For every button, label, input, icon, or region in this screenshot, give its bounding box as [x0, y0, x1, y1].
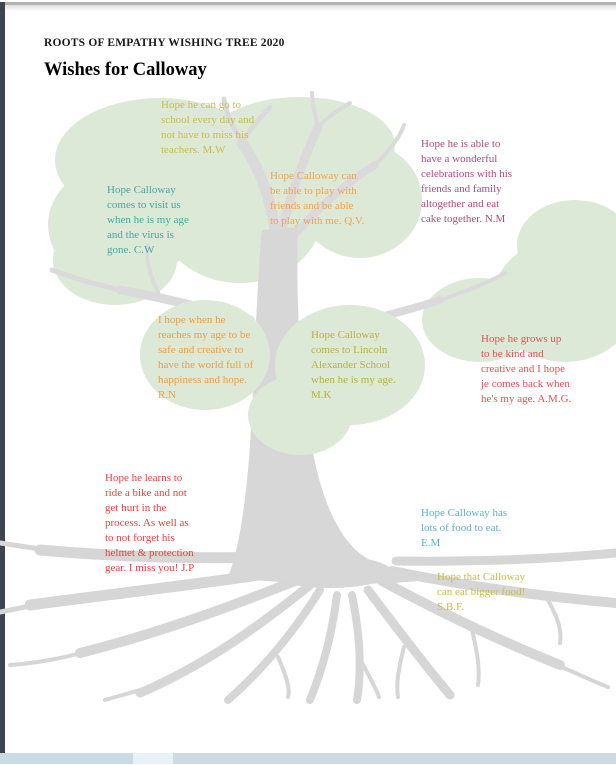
document-title: Wishes for Calloway	[44, 60, 207, 80]
wish-note-rn: I hope when he reaches my age to be safe…	[158, 314, 254, 401]
top-divider	[0, 2, 616, 5]
wishing-tree-graphic	[0, 91, 616, 704]
horizontal-scrollbar-thumb[interactable]	[133, 753, 173, 764]
tree-foliage-lower	[140, 300, 425, 455]
wish-note-em: Hope Calloway has lots of food to eat. E…	[421, 507, 508, 549]
wish-note-sbf: Hope that Calloway can eat bigger food! …	[437, 571, 526, 613]
window-left-edge	[0, 2, 5, 764]
tree-trunk	[228, 227, 434, 588]
wish-note-nm: Hope he is able to have a wonderful cele…	[421, 138, 513, 225]
wish-note-jp: Hope he learns to ride a bike and not ge…	[105, 472, 195, 574]
wish-note-mk: Hope Calloway comes to Lincoln Alexander…	[311, 329, 396, 401]
top-divider-fade	[0, 5, 616, 11]
document-kicker: ROOTS OF EMPATHY WISHING TREE 2020	[44, 37, 285, 49]
horizontal-scrollbar[interactable]	[0, 753, 616, 764]
wish-note-amg: Hope he grows up to be kind and creative…	[481, 333, 572, 405]
wish-note-mw: Hope he can go to school every day and n…	[161, 99, 255, 156]
wish-note-cw: Hope Calloway comes to visit us when he …	[107, 184, 189, 256]
horizontal-scrollbar-track[interactable]	[0, 753, 133, 764]
wish-note-qv: Hope Calloway can be able to play with f…	[270, 170, 365, 227]
